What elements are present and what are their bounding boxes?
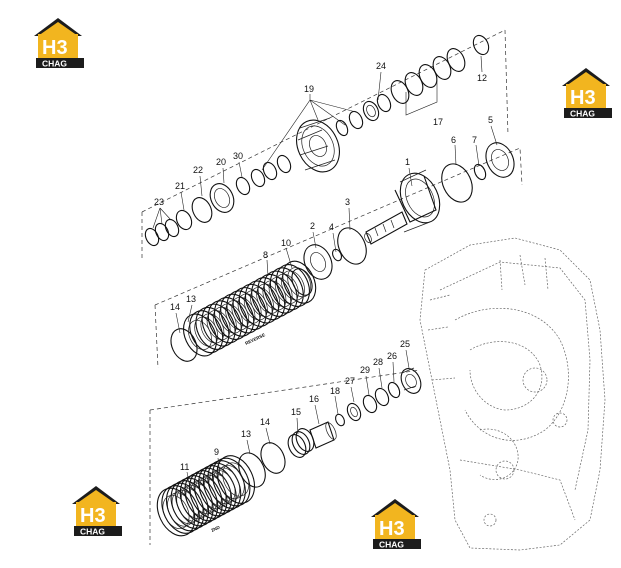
- callout-17: 17: [433, 117, 443, 127]
- callout-19: 19: [304, 84, 314, 94]
- second-clutch-pack: [156, 367, 422, 537]
- logo-mark: H3: [42, 37, 68, 59]
- reverse-clutch-disc: [220, 293, 255, 337]
- callout-20: 20: [216, 157, 226, 167]
- logo-mark: H3: [80, 505, 106, 527]
- callout-1: 1: [405, 157, 410, 167]
- callout-28: 28: [373, 357, 383, 367]
- reverse-clutch-disc-bore: [287, 267, 312, 298]
- callout-27: 27: [345, 376, 355, 386]
- callout-4: 4: [329, 222, 334, 232]
- callout-8: 8: [263, 250, 268, 260]
- reverse-clutch-disc: [201, 303, 236, 347]
- logo-mark: H3: [379, 518, 405, 540]
- logo-mark: H3: [570, 87, 596, 109]
- reverse-clutch-disc: [275, 264, 311, 307]
- logo-caption: CHAG: [379, 540, 404, 550]
- reverse-clutch-disc: [195, 306, 230, 350]
- callout-13a: 13: [186, 294, 196, 304]
- reverse-clutch-disc: [257, 273, 292, 317]
- callout-3: 3: [345, 197, 350, 207]
- callout-29: 29: [360, 365, 370, 375]
- leader-lines: [152, 55, 498, 489]
- callout-18: 18: [330, 386, 340, 396]
- drum-1: [364, 169, 441, 245]
- reverse-clutch-disc-bore: [274, 273, 299, 304]
- logo-caption: CHAG: [42, 59, 67, 69]
- logo-bottom-left: H3 CHAG: [72, 486, 122, 537]
- reverse-clutch-disc: [182, 313, 218, 357]
- transmission-housing-outline: [419, 237, 606, 551]
- callout-26: 26: [387, 351, 397, 361]
- gear-19: [296, 117, 340, 173]
- callout-2: 2: [310, 221, 315, 231]
- spring-15: [287, 428, 315, 458]
- callout-14a: 14: [170, 302, 180, 312]
- callouts: 1 2 3 4 5 6 7 8 9 10 11 12 13 13 14 14 1…: [154, 61, 493, 472]
- callout-15: 15: [291, 407, 301, 417]
- reverse-clutch-disc: [232, 287, 267, 331]
- logo-caption: CHAG: [570, 109, 595, 119]
- group-frames: [141, 29, 523, 545]
- callout-5: 5: [488, 115, 493, 125]
- callout-21: 21: [175, 181, 185, 191]
- callout-22: 22: [193, 165, 203, 175]
- reverse-clutch-disc: [226, 290, 261, 334]
- reverse-clutch-disc: [207, 300, 242, 344]
- callout-16: 16: [309, 394, 319, 404]
- reverse-clutch-pack: [170, 260, 317, 362]
- reverse-clutch-disc: [213, 297, 249, 340]
- logo-bottom-center: H3 CHAG: [371, 499, 421, 550]
- logo-top-left: H3 CHAG: [34, 18, 84, 69]
- reverse-clutch-disc: [238, 283, 273, 327]
- callout-10: 10: [281, 238, 291, 248]
- callout-30: 30: [233, 151, 243, 161]
- reverse-clutch-disc-bore: [281, 270, 305, 301]
- second-clutch-disc-bore: [222, 462, 250, 497]
- callout-24: 24: [376, 61, 386, 71]
- top-assembly: [144, 34, 490, 247]
- reverse-clutch-disc: [282, 260, 317, 304]
- reverse-clutch-disc: [269, 267, 304, 311]
- callout-13b: 13: [241, 429, 251, 439]
- gear-25: [400, 367, 422, 394]
- callout-23: 23: [154, 197, 164, 207]
- reverse-clutch-disc: [189, 310, 224, 354]
- callout-12: 12: [477, 73, 487, 83]
- logo-caption: CHAG: [80, 527, 105, 537]
- callout-6: 6: [451, 135, 456, 145]
- second-clutch-disc: [216, 455, 256, 504]
- callout-7: 7: [472, 135, 477, 145]
- stamp-second: 2ND: [210, 524, 221, 533]
- callout-11: 11: [180, 462, 189, 472]
- callout-25: 25: [400, 339, 410, 349]
- reverse-clutch-disc: [244, 280, 280, 324]
- callout-9: 9: [214, 447, 219, 457]
- shaft-drum-assembly: [303, 142, 515, 280]
- reverse-clutch-disc: [251, 277, 286, 321]
- callout-14b: 14: [260, 417, 270, 427]
- logo-top-right: H3 CHAG: [562, 68, 612, 119]
